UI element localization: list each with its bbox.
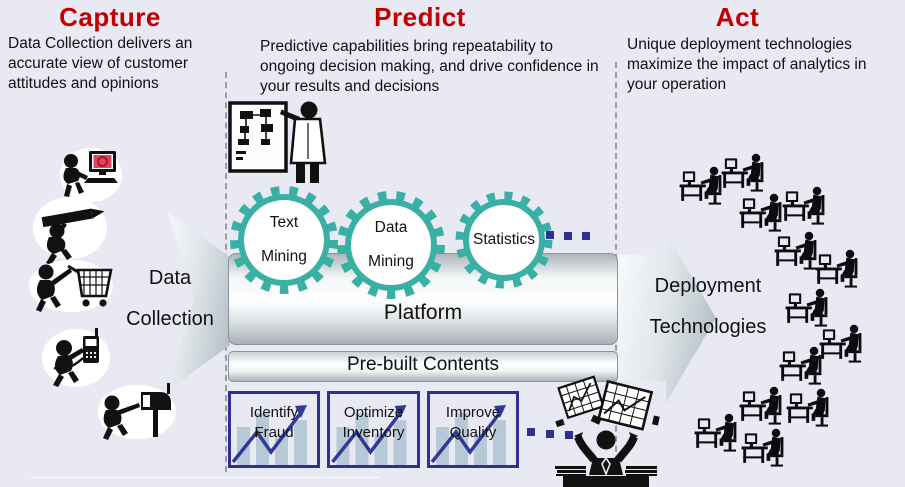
- bar-chart-trend-icon: [430, 405, 506, 465]
- usecase3-line1: Improve: [445, 404, 501, 421]
- usecase1-line2: Fraud: [254, 423, 294, 441]
- gear1-line2: Mining: [261, 248, 307, 265]
- analyst-juggling-charts-icon: [555, 375, 660, 487]
- desk-worker-icon: [694, 413, 737, 452]
- capture-description: Data Collection delivers an accurate vie…: [8, 35, 193, 92]
- desk-worker-icon: [779, 346, 822, 385]
- prebuilt-contents-label: Pre-built Contents: [346, 354, 500, 375]
- person-cart-icon: [29, 260, 113, 312]
- deployment-line2: Technologies: [649, 316, 767, 338]
- usecase1-line1: Identify: [249, 404, 299, 421]
- statistics-gear-label: Statistics: [452, 188, 556, 292]
- gear2-line2: Mining: [368, 253, 414, 270]
- usecase2-line2: Inventory: [342, 423, 405, 441]
- usecase2-line1: Optimize: [343, 404, 404, 421]
- usecase-ellipsis-dot: [565, 431, 573, 439]
- usecase-ellipsis-dot: [527, 428, 535, 436]
- gear-ellipsis-dot: [546, 231, 554, 239]
- gear2-line1: Data: [374, 219, 408, 236]
- person-phone-icon: [42, 328, 110, 387]
- data-collection-label: Data Collection: [100, 258, 240, 340]
- usecase-label: Identify Fraud: [231, 403, 317, 442]
- desk-worker-icon: [739, 386, 782, 425]
- gear3-line1: Statistics: [472, 231, 535, 248]
- data-collection-line1: Data: [148, 267, 192, 289]
- predict-heading: Predict: [374, 2, 466, 32]
- usecase-identify-fraud: Identify Fraud: [228, 391, 320, 468]
- text-mining-gear-icon: [230, 186, 338, 294]
- statistics-gear-icon: [455, 191, 553, 289]
- platform-label: Platform: [383, 301, 463, 324]
- gear1-line1: Text: [269, 214, 299, 231]
- usecase-label: Improve Quality: [430, 403, 516, 442]
- person-computer-icon: [60, 148, 122, 202]
- deployment-label: Deployment Technologies: [618, 266, 798, 348]
- usecase3-line2: Quality: [449, 423, 497, 441]
- usecase-label: Optimize Inventory: [330, 403, 417, 442]
- gear-ellipsis-dot: [582, 232, 590, 240]
- gear-ellipsis-dot: [564, 232, 572, 240]
- desk-worker-icon: [741, 428, 784, 467]
- desk-worker-icon: [815, 249, 858, 288]
- capture-heading: Capture: [59, 2, 161, 32]
- bar-chart-trend-icon: [231, 405, 307, 465]
- desk-worker-icon: [782, 186, 825, 225]
- bottom-divider: [30, 477, 380, 478]
- prebuilt-contents-band: [228, 351, 618, 382]
- deployment-line1: Deployment: [654, 275, 762, 297]
- desk-worker-icon: [819, 324, 862, 363]
- usecase-improve-quality: Improve Quality: [427, 391, 519, 468]
- desk-worker-icon: [786, 388, 829, 427]
- usecase-optimize-inventory: Optimize Inventory: [327, 391, 420, 468]
- person-pencil-icon: [33, 197, 107, 265]
- text-mining-gear-label: Text Mining: [227, 183, 341, 297]
- data-collection-line2: Collection: [126, 308, 214, 330]
- bar-chart-trend-icon: [331, 405, 407, 465]
- usecase-ellipsis-dot: [546, 430, 554, 438]
- person-mailbox-icon: [98, 383, 176, 440]
- analyst-flowchart-icon: [228, 101, 327, 183]
- data-mining-gear-label: Data Mining: [334, 188, 448, 302]
- desk-worker-icon: [739, 193, 782, 232]
- act-description: Unique deployment technologies maximize …: [627, 36, 867, 93]
- data-mining-gear-icon: [337, 191, 445, 299]
- act-heading: Act: [715, 2, 760, 32]
- predict-description: Predictive capabilities bring repeatabil…: [260, 38, 599, 95]
- desk-worker-icon: [721, 153, 764, 192]
- desk-worker-icon: [774, 231, 817, 270]
- desk-worker-icon: [679, 166, 722, 205]
